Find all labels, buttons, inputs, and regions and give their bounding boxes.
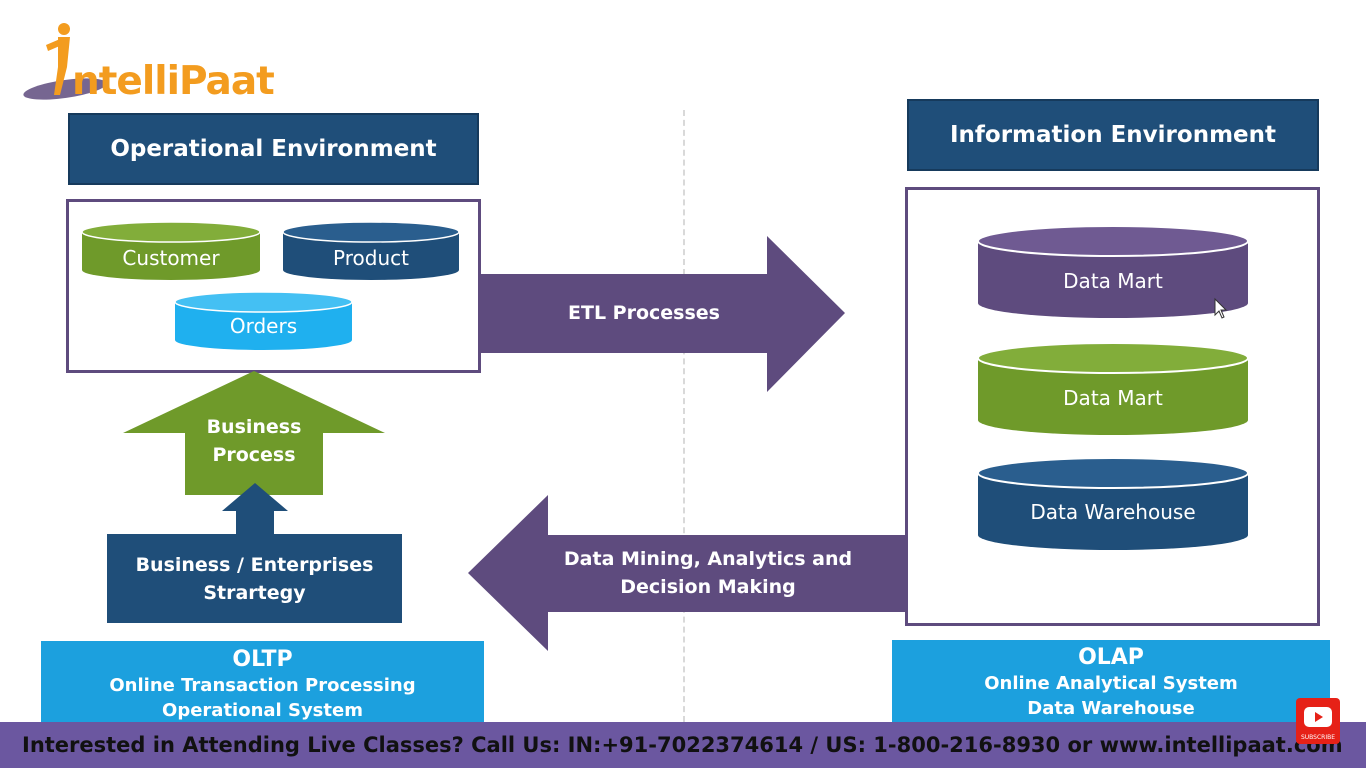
cylinder-label: Data Mart	[1063, 386, 1163, 410]
olap-line1: Online Analytical System	[984, 673, 1238, 694]
center-divider	[683, 110, 685, 722]
subscribe-label: SUBSCRIBE	[1300, 734, 1336, 741]
cylinder-product: Product	[282, 221, 460, 280]
information-environment-header: Information Environment	[907, 99, 1319, 171]
operational-environment-header: Operational Environment	[68, 113, 479, 185]
youtube-subscribe-button[interactable]: SUBSCRIBE	[1296, 698, 1340, 744]
cylinder-label: Data Warehouse	[1030, 500, 1196, 524]
youtube-play-icon	[1304, 707, 1332, 727]
cylinder-label: Product	[333, 246, 409, 270]
data-mining-line1: Data Mining, Analytics and	[563, 548, 853, 570]
operational-title: Operational Environment	[110, 136, 437, 162]
olap-line2: Data Warehouse	[1027, 698, 1195, 719]
cylinder-data-mart-1: Data Mart	[977, 225, 1249, 318]
data-mining-arrow: Data Mining, Analytics and Decision Maki…	[468, 495, 908, 651]
business-strategy-line1: Business / Enterprises	[135, 553, 374, 576]
oltp-title: OLTP	[232, 647, 293, 672]
cylinder-label: Orders	[229, 314, 298, 338]
oltp-line1: Online Transaction Processing	[109, 675, 416, 696]
business-strategy-box: Business / Enterprises Strartegy	[107, 534, 402, 623]
olap-title: OLAP	[1078, 645, 1144, 670]
cylinder-data-mart-2: Data Mart	[977, 342, 1249, 435]
information-title: Information Environment	[949, 122, 1277, 148]
cylinder-data-warehouse: Data Warehouse	[977, 457, 1249, 550]
etl-arrow: ETL Processes	[479, 236, 847, 392]
cylinder-orders: Orders	[174, 291, 353, 350]
logo-text: ntelliPaat	[72, 59, 275, 104]
data-mining-label: Data Mining, Analytics and Decision Maki…	[558, 543, 858, 603]
oltp-box: OLTP Online Transaction Processing Opera…	[41, 641, 484, 722]
mouse-cursor-icon	[1214, 297, 1228, 319]
business-process-line1: Business	[206, 416, 302, 438]
footer-text: Interested in Attending Live Classes? Ca…	[22, 733, 1343, 757]
cylinder-customer: Customer	[81, 221, 261, 280]
footer-banner: Interested in Attending Live Classes? Ca…	[0, 722, 1366, 768]
oltp-line2: Operational System	[162, 700, 363, 721]
logo-figure-icon	[23, 23, 107, 100]
strategy-up-arrow	[222, 483, 288, 535]
business-process-line2: Process	[212, 444, 296, 466]
etl-label: ETL Processes	[568, 302, 720, 324]
intellipaat-logo: ntelliPaat	[20, 15, 290, 107]
business-strategy-line2: Strartegy	[203, 581, 306, 604]
data-mining-line2: Decision Making	[620, 576, 796, 598]
cylinder-label: Data Mart	[1063, 269, 1163, 293]
cylinder-label: Customer	[122, 246, 220, 270]
business-process-arrow: Business Process	[123, 371, 385, 495]
business-process-label: Business Process	[185, 411, 323, 471]
olap-box: OLAP Online Analytical System Data Wareh…	[892, 640, 1330, 722]
